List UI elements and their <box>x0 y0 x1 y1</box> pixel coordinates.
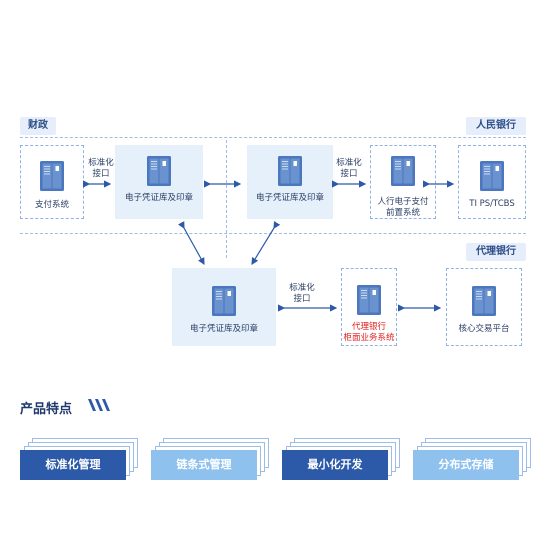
node-label: 支付系统 <box>34 200 69 210</box>
interface-label: 标准化 <box>289 283 315 293</box>
node-label: 人行电子支付 <box>377 197 429 207</box>
server-icon <box>40 161 64 191</box>
feature-card: 链条式管理 <box>151 438 269 482</box>
feature-label: 最小化开发 <box>282 450 388 480</box>
server-icon <box>357 285 381 315</box>
node-label: 电子凭证库及印章 <box>189 324 258 334</box>
server-icon <box>212 286 236 316</box>
divider-vertical <box>226 140 227 258</box>
feature-label: 标准化管理 <box>20 450 126 480</box>
node-label: 前置系统 <box>385 208 420 218</box>
server-icon <box>147 156 171 186</box>
node-label-highlight: 柜面业务系统 <box>343 333 395 343</box>
stripes-icon <box>88 399 110 411</box>
interface-label: 标准化 <box>336 158 362 168</box>
node-label: 电子凭证库及印章 <box>255 193 324 203</box>
interface-label: 标准化 <box>88 158 114 168</box>
feature-label: 链条式管理 <box>151 450 257 480</box>
node-label-highlight: 代理银行 <box>351 322 386 332</box>
server-icon <box>278 156 302 186</box>
interface-label: 接口 <box>92 169 110 179</box>
connector-arrows <box>83 180 455 312</box>
feature-card: 最小化开发 <box>282 438 400 482</box>
server-icon <box>472 286 496 316</box>
feature-card: 标准化管理 <box>20 438 138 482</box>
interface-label: 接口 <box>340 169 358 179</box>
section-tag-pboc: 人民银行 <box>466 117 526 135</box>
node-label: TI PS/TCBS <box>469 199 515 209</box>
arrow-right-bottom <box>251 221 281 266</box>
node-label: 核心交易平台 <box>458 324 510 334</box>
arrow-left-bottom <box>177 221 205 266</box>
section-tag-finance: 财政 <box>20 117 56 135</box>
node-label: 电子凭证库及印章 <box>124 193 193 203</box>
feature-card: 分布式存储 <box>413 438 531 482</box>
server-icon <box>480 161 504 191</box>
feature-label: 分布式存储 <box>413 450 519 480</box>
features-title: 产品特点 <box>20 402 73 417</box>
server-icon <box>391 156 415 186</box>
divider-top <box>20 137 526 138</box>
interface-label: 接口 <box>293 294 311 304</box>
section-tag-agent-bank: 代理银行 <box>466 243 526 261</box>
